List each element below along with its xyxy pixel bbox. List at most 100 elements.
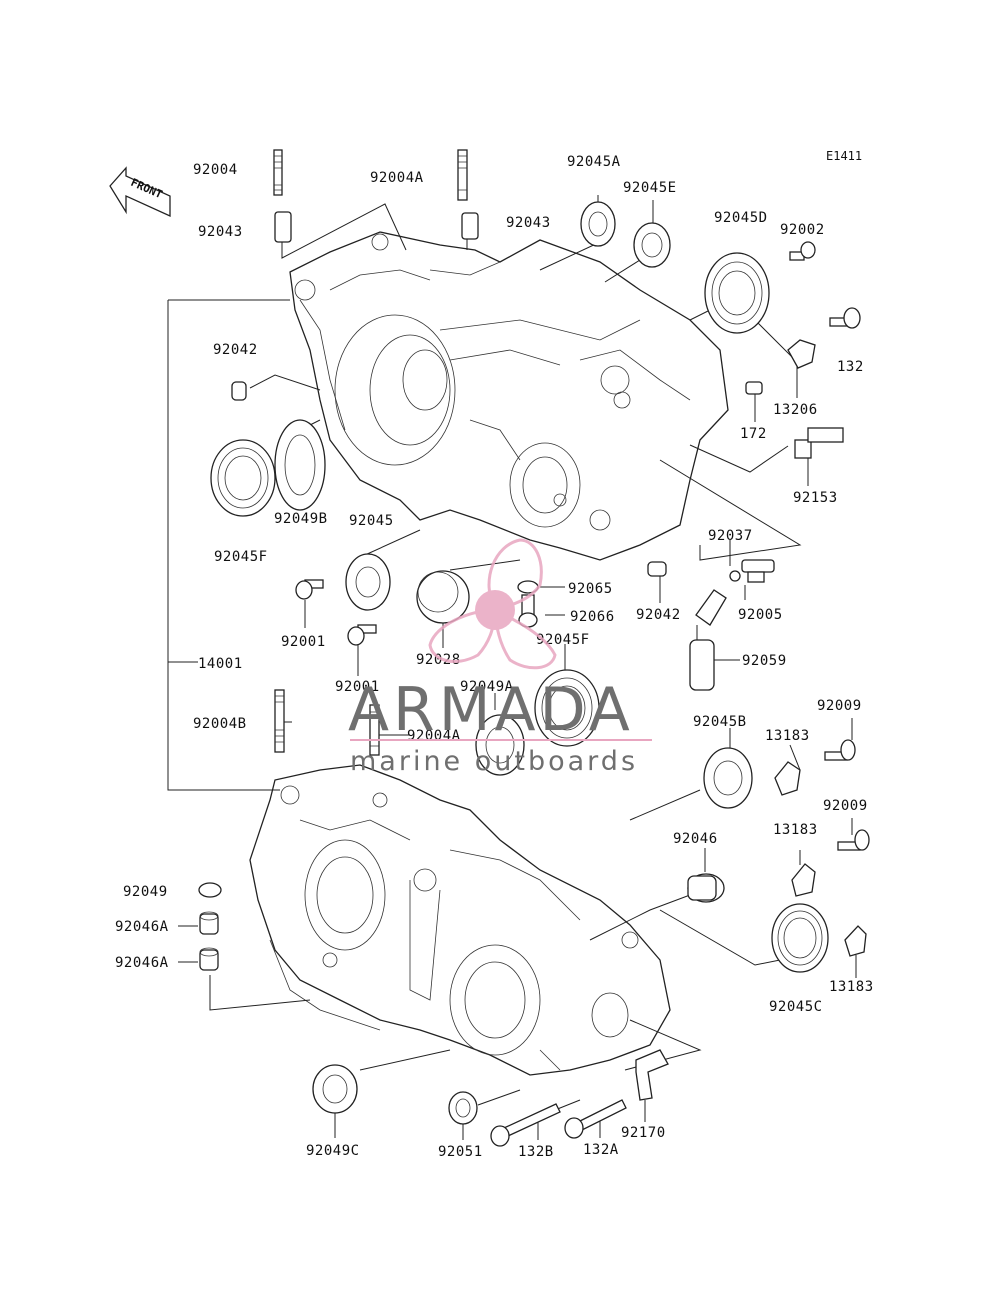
seal-92049B [274, 419, 326, 511]
plate-13183-middle [791, 863, 816, 897]
spring-172 [745, 381, 763, 395]
part-label: 92045A [567, 154, 621, 170]
dowel-92042-middle [647, 561, 667, 577]
part-labels: 92004 92004A 92045A 92045E 92045D 92002 … [115, 154, 874, 1160]
bearing-92045A [580, 201, 616, 247]
seal-92049C [312, 1064, 358, 1114]
part-label: 13183 [773, 822, 818, 838]
part-label: 172 [740, 426, 767, 442]
part-label: 92009 [823, 798, 868, 814]
part-label: 14001 [198, 656, 243, 672]
part-label: 92170 [621, 1125, 666, 1141]
part-label: 92065 [568, 581, 613, 597]
bolt-132B [490, 1103, 561, 1147]
part-label: 13183 [829, 979, 874, 995]
sleeve-92028 [416, 570, 470, 624]
part-label: 92045D [714, 210, 768, 226]
propeller-logo-icon [428, 538, 557, 670]
part-label: 92049A [460, 679, 514, 695]
bearing-92045E [633, 222, 671, 268]
bracket-13206 [787, 339, 816, 369]
bolt-132A [564, 1099, 627, 1139]
bearing-92046A-lower [199, 947, 219, 971]
plate-13183-upper [774, 761, 801, 796]
armada-watermark: ARMADA marine outboards [348, 538, 652, 777]
bolt-92001-lower [347, 624, 377, 646]
bracket-92170 [635, 1049, 669, 1101]
stud-92004 [273, 149, 283, 196]
bearing-92045 [345, 553, 391, 611]
lower-crankcase-half [249, 764, 671, 1076]
fitting-92153 [794, 427, 844, 459]
part-label: 92049 [123, 884, 168, 900]
bearing-92045F-left [210, 439, 276, 517]
part-label: 92045B [693, 714, 747, 730]
fitting-92005 [741, 559, 775, 583]
part-label: 13206 [773, 402, 818, 418]
bolt-92009-lower [837, 829, 870, 851]
watermark-subtitle: marine outboards [350, 746, 638, 777]
seal-92049 [198, 882, 222, 898]
stud-92004B [274, 689, 285, 753]
parts [198, 149, 870, 1147]
bearing-92045C [771, 903, 829, 973]
part-label: 92059 [742, 653, 787, 669]
diagram-code: E1411 [826, 149, 862, 163]
bearing-92045D [704, 252, 770, 334]
part-label: 92153 [793, 490, 838, 506]
part-label: 92045C [769, 999, 823, 1015]
part-label: 92037 [708, 528, 753, 544]
bearing-92046A-upper [199, 911, 219, 935]
part-label: 92005 [738, 607, 783, 623]
stud-92004A-upper [457, 149, 468, 201]
stud-92004A-lower [369, 704, 380, 756]
part-label: 92001 [335, 679, 380, 695]
part-label: 92009 [817, 698, 862, 714]
bolt-132-upper [829, 307, 861, 329]
part-label: 92043 [198, 224, 243, 240]
part-label: 92046A [115, 919, 169, 935]
part-label: 132B [518, 1144, 554, 1160]
part-label: 92051 [438, 1144, 483, 1160]
part-label: 92045F [536, 632, 590, 648]
part-label: 13183 [765, 728, 810, 744]
part-label: 92046 [673, 831, 718, 847]
part-label: 92043 [506, 215, 551, 231]
part-label: 92004A [370, 170, 424, 186]
upper-crankcase-half [289, 231, 729, 561]
clip-92037 [729, 570, 741, 582]
dowel-92043-right [461, 212, 479, 240]
front-direction-arrow: FRONT [109, 166, 171, 218]
watermark-title: ARMADA [348, 675, 634, 745]
seal-92049A [475, 714, 525, 776]
hose-92059 [689, 589, 727, 691]
part-label: 92045E [623, 180, 677, 196]
part-label: 92028 [416, 652, 461, 668]
bearing-92046 [687, 873, 725, 903]
part-label: 92049B [274, 511, 328, 527]
plate-13183-lower [844, 925, 867, 957]
seal-92051 [448, 1091, 478, 1125]
part-label: 132A [583, 1142, 619, 1158]
bolt-92001-upper [295, 579, 324, 600]
part-label: 92001 [281, 634, 326, 650]
dowel-92042-upper [231, 381, 247, 401]
bolt-92002 [789, 241, 816, 261]
part-label: 92045 [349, 513, 394, 529]
part-label: 132 [837, 359, 864, 375]
bolt-92009-upper [824, 739, 856, 761]
part-label: 92002 [780, 222, 825, 238]
part-label: 92004B [193, 716, 247, 732]
part-label: 92042 [213, 342, 258, 358]
part-label: 92066 [570, 609, 615, 625]
part-label: 92004 [193, 162, 238, 178]
part-label: 92042 [636, 607, 681, 623]
part-label: 92045F [214, 549, 268, 565]
dowel-92043-left [274, 211, 292, 243]
part-label: 92049C [306, 1143, 360, 1159]
bearing-92045F-right [534, 669, 600, 747]
bearing-92045B [703, 747, 753, 809]
part-label: 92046A [115, 955, 169, 971]
